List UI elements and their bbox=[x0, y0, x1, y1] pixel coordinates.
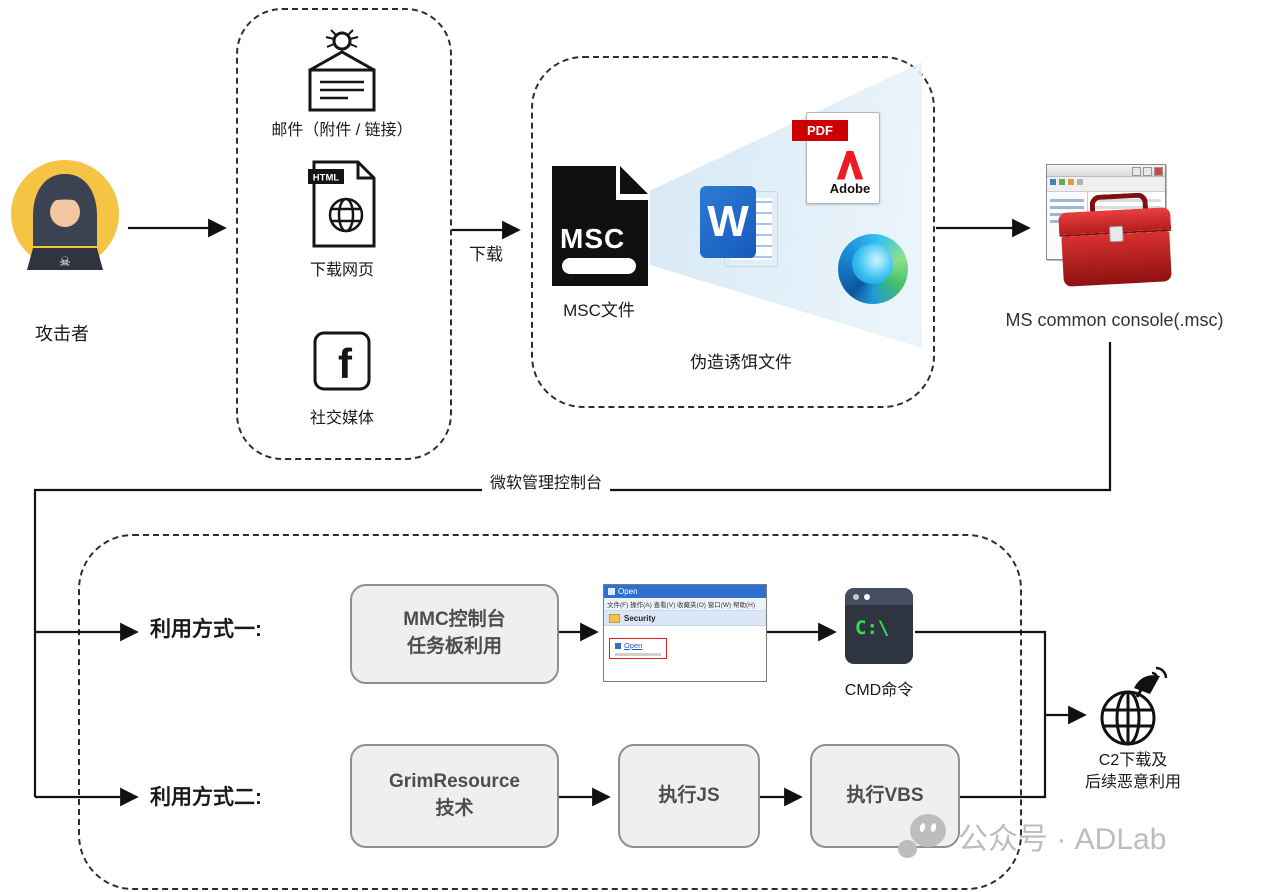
execute-js-box: 执行JS bbox=[618, 744, 760, 848]
maximize-icon bbox=[1143, 167, 1152, 176]
method2-title: 利用方式二: bbox=[150, 786, 262, 809]
terminal-titlebar bbox=[845, 588, 913, 605]
download-label: 下载 bbox=[469, 245, 503, 264]
watermark-eye bbox=[918, 822, 927, 833]
facebook-letter: f bbox=[338, 340, 353, 387]
open-task-link: Open bbox=[615, 641, 661, 650]
task-icon bbox=[615, 642, 621, 649]
attacker-label: 攻击者 bbox=[35, 324, 89, 344]
decoy-label: 伪造诱饵文件 bbox=[690, 353, 792, 372]
msc-file-label: MSC文件 bbox=[563, 301, 635, 320]
terminal-prompt: C:\ bbox=[855, 617, 890, 639]
webpage-label: 下载网页 bbox=[309, 262, 374, 279]
msc-icon-text: MSC bbox=[560, 223, 625, 254]
c2-globe-icon bbox=[1100, 666, 1168, 746]
social-label: 社交媒体 bbox=[309, 410, 374, 427]
word-letter: W bbox=[700, 186, 756, 258]
dialog-folder-row: Security bbox=[604, 611, 766, 626]
open-dialog-screenshot: Open 文件(F) 操作(A) 查看(V) 收藏夹(O) 窗口(W) 帮助(H… bbox=[603, 584, 767, 682]
grimresource-box: GrimResource 技术 bbox=[350, 744, 559, 848]
edge-browser-icon bbox=[838, 234, 908, 304]
dialog-titlebar: Open bbox=[604, 585, 766, 598]
c2-label: C2下载及 后续恶意利用 bbox=[1084, 752, 1181, 791]
adobe-logo-icon bbox=[836, 150, 864, 180]
mmc-line-label: 微软管理控制台 bbox=[482, 472, 611, 496]
terminal-dot-icon bbox=[864, 593, 870, 600]
attacker-icon: ☠ bbox=[11, 160, 119, 270]
malicious-email-icon bbox=[308, 29, 376, 112]
cmd-label: CMD命令 bbox=[844, 682, 914, 699]
dialog-menubar: 文件(F) 操作(A) 查看(V) 收藏夹(O) 窗口(W) 帮助(H) bbox=[604, 598, 766, 611]
toolbar-icon bbox=[1050, 179, 1056, 185]
watermark-big-circle bbox=[910, 814, 946, 847]
wechat-account-icon bbox=[898, 814, 946, 858]
email-label: 邮件（附件 / 链接） bbox=[271, 122, 413, 139]
pdf-icon: PDF Adobe bbox=[792, 112, 880, 206]
watermark-small-circle bbox=[898, 840, 917, 858]
pdf-badge: PDF bbox=[792, 120, 848, 141]
folder-icon bbox=[609, 613, 620, 623]
mmc-toolbar bbox=[1047, 177, 1165, 192]
mmc-window-titlebar bbox=[1047, 165, 1165, 177]
watermark: 公众号 · ADLab bbox=[898, 814, 1166, 858]
dialog-folder-label: Security bbox=[624, 613, 656, 623]
toolbar-icon bbox=[1077, 179, 1083, 185]
watermark-eye bbox=[929, 822, 938, 833]
terminal-dot-icon bbox=[853, 593, 859, 600]
html-badge: HTML bbox=[313, 173, 340, 184]
watermark-text: 公众号 · ADLab bbox=[958, 823, 1167, 856]
dialog-title: Open bbox=[618, 587, 638, 596]
minimize-icon bbox=[1132, 167, 1141, 176]
toolbox-latch bbox=[1108, 225, 1124, 243]
dialog-body: Open bbox=[604, 626, 766, 678]
word-icon: W bbox=[700, 186, 778, 267]
adobe-label: Adobe bbox=[829, 181, 871, 196]
toolbox-icon bbox=[1058, 192, 1174, 291]
msc-file-icon: MSC bbox=[552, 166, 648, 286]
toolbar-icon bbox=[1068, 179, 1074, 185]
highlighted-open-item: Open bbox=[609, 638, 667, 659]
task-subtext-line bbox=[615, 653, 661, 656]
method1-box: MMC控制台 任务板利用 bbox=[350, 584, 559, 684]
webpage-file-icon: HTML bbox=[308, 160, 376, 248]
toolbar-icon bbox=[1059, 179, 1065, 185]
method1-title: 利用方式一: bbox=[150, 618, 262, 641]
console-label: MS common console(.msc) bbox=[1005, 310, 1224, 330]
cmd-terminal-icon: C:\ bbox=[845, 588, 913, 664]
dialog-titlebar-icon bbox=[608, 588, 615, 595]
facebook-icon: f bbox=[313, 331, 371, 391]
close-icon bbox=[1154, 167, 1163, 176]
svg-text:☠: ☠ bbox=[59, 254, 71, 269]
